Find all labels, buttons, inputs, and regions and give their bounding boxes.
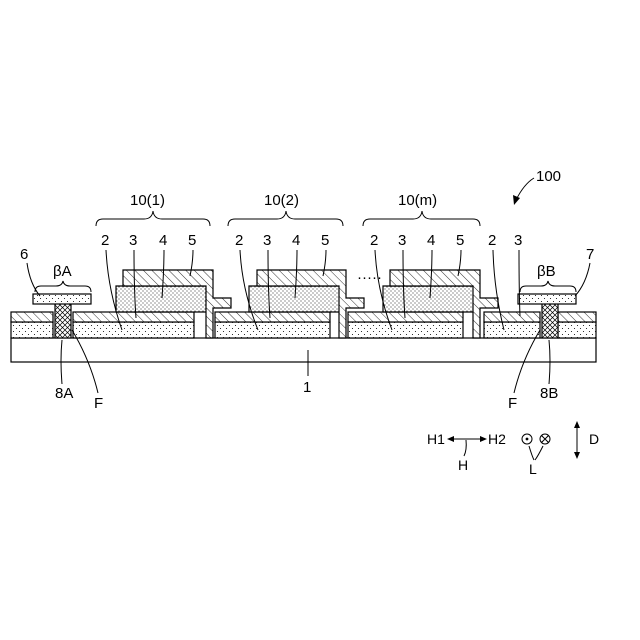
cell-1-brace: 10(1)	[96, 192, 210, 226]
cell-m-brace: 10(m)	[363, 192, 480, 226]
cell-2-layer-2-label: 2	[235, 232, 243, 249]
direction-h-label: H	[458, 457, 468, 473]
cell-1-layer-2-label: 2	[101, 232, 109, 249]
cell-1-layer-3-label: 3	[129, 232, 137, 249]
electrode-6-label: 6	[20, 246, 28, 263]
figure-number-arrow	[516, 178, 534, 200]
cell-m-layer-4	[383, 286, 474, 312]
cell-m-layer-5-label: 5	[456, 232, 464, 249]
cell-m-layer-2	[348, 322, 463, 338]
direction-d-label: D	[589, 431, 599, 447]
cell-m-layer-3	[348, 312, 463, 322]
right-layer-3	[484, 312, 540, 322]
region-beta-a-label: βA	[53, 263, 72, 280]
cell-2-layer-5-label: 5	[321, 232, 329, 249]
cell-2-layer-3-label: 3	[263, 232, 271, 249]
cell-2-brace: 10(2)	[228, 192, 343, 226]
right-layer-2-label: 2	[488, 232, 496, 249]
cell-1-layer-4-label: 4	[159, 232, 167, 249]
figure-number: 100	[536, 168, 561, 185]
cell-m-layer-4-label: 4	[427, 232, 435, 249]
cell-1-layer-5-label: 5	[188, 232, 196, 249]
right-layer-2	[484, 322, 540, 338]
h2-arrowhead	[480, 436, 487, 442]
substrate-label: 1	[303, 379, 311, 396]
cell-2-layer-2	[215, 322, 330, 338]
direction-h1-label: H1	[427, 431, 445, 447]
cell-m-layer-2-label: 2	[370, 232, 378, 249]
cell-1-layer-4	[116, 286, 207, 312]
cell-2-label: 10(2)	[264, 192, 299, 209]
fill-f-left-label: F	[94, 395, 103, 412]
electrode-7	[518, 294, 576, 304]
fill-f-right-label: F	[508, 395, 517, 412]
cell-2-layer-4-label: 4	[292, 232, 300, 249]
cell-2-layer-3	[215, 312, 330, 322]
cell-m-layer-3-label: 3	[398, 232, 406, 249]
region-beta-a-brace	[35, 281, 91, 292]
direction-l-label: L	[529, 461, 537, 477]
region-beta-b-label: βB	[537, 263, 556, 280]
terminal-a-base-layer	[11, 322, 53, 338]
h1-arrowhead	[447, 436, 454, 442]
cell-1-label: 10(1)	[130, 192, 165, 209]
via-8b	[542, 303, 558, 338]
cell-1-layer-3	[73, 312, 194, 322]
terminal-a-hatched-layer	[11, 312, 53, 322]
via-8a	[55, 303, 71, 338]
cell-10-2	[215, 270, 364, 338]
cell-1-layer-2	[73, 322, 194, 338]
electrode-7-label: 7	[586, 246, 594, 263]
cell-m-label: 10(m)	[398, 192, 437, 209]
cell-2-layer-4	[249, 286, 340, 312]
figure-number-arrowhead	[513, 195, 520, 205]
region-beta-b-brace	[520, 281, 576, 292]
via-8a-label: 8A	[55, 385, 73, 402]
right-layer-3-label: 3	[514, 232, 522, 249]
terminal-b-base-layer	[558, 322, 596, 338]
direction-h2-label: H2	[488, 431, 506, 447]
electrode-6	[33, 294, 91, 304]
terminal-b-hatched-layer	[558, 312, 596, 322]
direction-legend: H1 H2 H L D	[427, 421, 599, 477]
via-8b-label: 8B	[540, 385, 558, 402]
cell-10-1	[73, 270, 231, 338]
substrate-1	[11, 338, 596, 362]
